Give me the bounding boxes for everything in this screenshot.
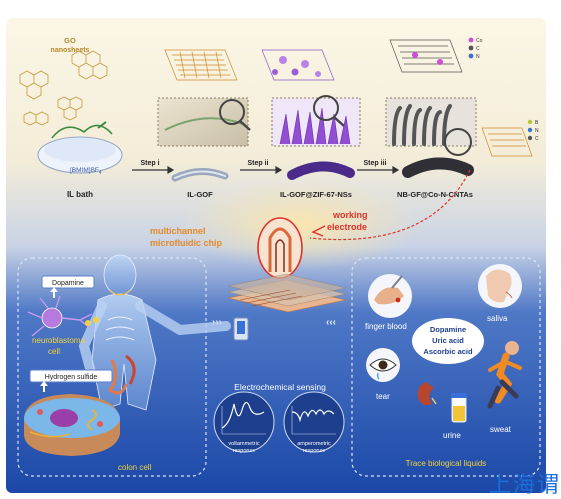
phone-device bbox=[233, 317, 249, 341]
chip-label-1: multichannel bbox=[150, 226, 206, 236]
graphene-sheet-3 bbox=[389, 39, 463, 73]
colon-label: colon cell bbox=[118, 463, 152, 472]
step-2: Step ii bbox=[247, 160, 268, 167]
chevron-right: ‹‹‹ bbox=[326, 317, 336, 328]
sweat-label: sweat bbox=[490, 425, 512, 434]
runner-icon bbox=[487, 341, 522, 409]
voltammetric-plot bbox=[213, 391, 275, 453]
fiber-il-gof bbox=[171, 168, 229, 182]
sensing-label: Electrochemical sensing bbox=[234, 382, 326, 392]
electrode-loop bbox=[257, 217, 303, 279]
go-nanosheets bbox=[19, 50, 108, 126]
product-2: IL-GOF@ZIF-67-NSs bbox=[280, 190, 352, 199]
step-1: Step i bbox=[140, 160, 159, 167]
step-arrows bbox=[132, 165, 400, 175]
analytes-bubble: Dopamine Uric acid Ascorbic acid bbox=[412, 318, 484, 364]
zoom-box-1 bbox=[157, 97, 251, 147]
analyte-1: Dopamine bbox=[430, 325, 466, 334]
saliva-label: saliva bbox=[487, 314, 508, 323]
legend-right: B N C bbox=[527, 119, 539, 142]
watermark: 上海谓 bbox=[488, 473, 561, 498]
il-formula: [BMIM]BF4 bbox=[70, 167, 102, 176]
legend-top-n: N bbox=[476, 54, 480, 60]
graphene-sheet-4 bbox=[481, 127, 533, 157]
trace-caption: Trace biological liquids bbox=[406, 459, 487, 468]
go-label-2: nanosheets bbox=[51, 47, 90, 54]
volt-label-2: response bbox=[233, 448, 256, 454]
il-bath-label: IL bath bbox=[67, 190, 93, 199]
finger-label: finger blood bbox=[365, 322, 407, 331]
saliva-icon bbox=[478, 264, 522, 308]
amp-label-1: amperometric bbox=[297, 441, 331, 447]
h2s-tag: Hydrogen sulfide bbox=[29, 369, 113, 392]
eye-icon bbox=[366, 348, 400, 382]
right-panel-frame bbox=[351, 257, 541, 477]
graphene-sheet-2 bbox=[261, 49, 335, 81]
tear-label: tear bbox=[376, 392, 390, 401]
zoom-box-3 bbox=[385, 97, 477, 156]
go-label-1: GO bbox=[64, 36, 76, 45]
neuroblastoma-cell bbox=[27, 295, 99, 337]
product-3: NB-GF@Co-N-CNTAs bbox=[397, 190, 473, 199]
analyte-3: Ascorbic acid bbox=[423, 347, 473, 356]
kidney-icon bbox=[417, 382, 437, 406]
legend-right-b: B bbox=[535, 120, 539, 126]
volt-label-1: voltammetric bbox=[228, 441, 259, 447]
dopamine-label: Dopamine bbox=[52, 280, 84, 287]
amp-label-2: response bbox=[303, 448, 326, 454]
colon-cell bbox=[24, 394, 120, 456]
fiber-zif bbox=[287, 161, 355, 180]
analyte-2: Uric acid bbox=[432, 336, 464, 345]
finger-blood-icon bbox=[368, 274, 412, 318]
urine-label: urine bbox=[443, 431, 461, 440]
neuro-label-1: neuroblastoma bbox=[32, 336, 85, 345]
step-3: Step iii bbox=[364, 160, 387, 167]
legend-right-c: C bbox=[535, 136, 539, 142]
electrode-pointer bbox=[309, 169, 471, 241]
legend-top-co: Co bbox=[476, 38, 483, 44]
legend-right-n: N bbox=[535, 128, 539, 134]
graphene-sheet-1 bbox=[164, 49, 238, 81]
legend-top-c: C bbox=[476, 46, 480, 52]
microfluidic-chip bbox=[227, 273, 347, 313]
electrode-label-1: working bbox=[332, 210, 368, 220]
electrode-label-2: electrode bbox=[327, 222, 367, 232]
neuro-label-2: cell bbox=[48, 347, 60, 356]
legend-top: Co C N bbox=[468, 37, 483, 60]
zoom-box-2 bbox=[271, 95, 361, 147]
product-1: IL-GOF bbox=[187, 190, 213, 199]
amperometric-plot bbox=[283, 391, 345, 453]
fiber-cnt bbox=[402, 157, 474, 178]
dopamine-tag: Dopamine bbox=[41, 275, 95, 298]
urine-tube-icon bbox=[451, 393, 467, 423]
il-bath-dish bbox=[37, 121, 123, 174]
h2s-label: Hydrogen sulfide bbox=[45, 374, 98, 381]
chip-label-2: microfluidic chip bbox=[150, 238, 223, 248]
